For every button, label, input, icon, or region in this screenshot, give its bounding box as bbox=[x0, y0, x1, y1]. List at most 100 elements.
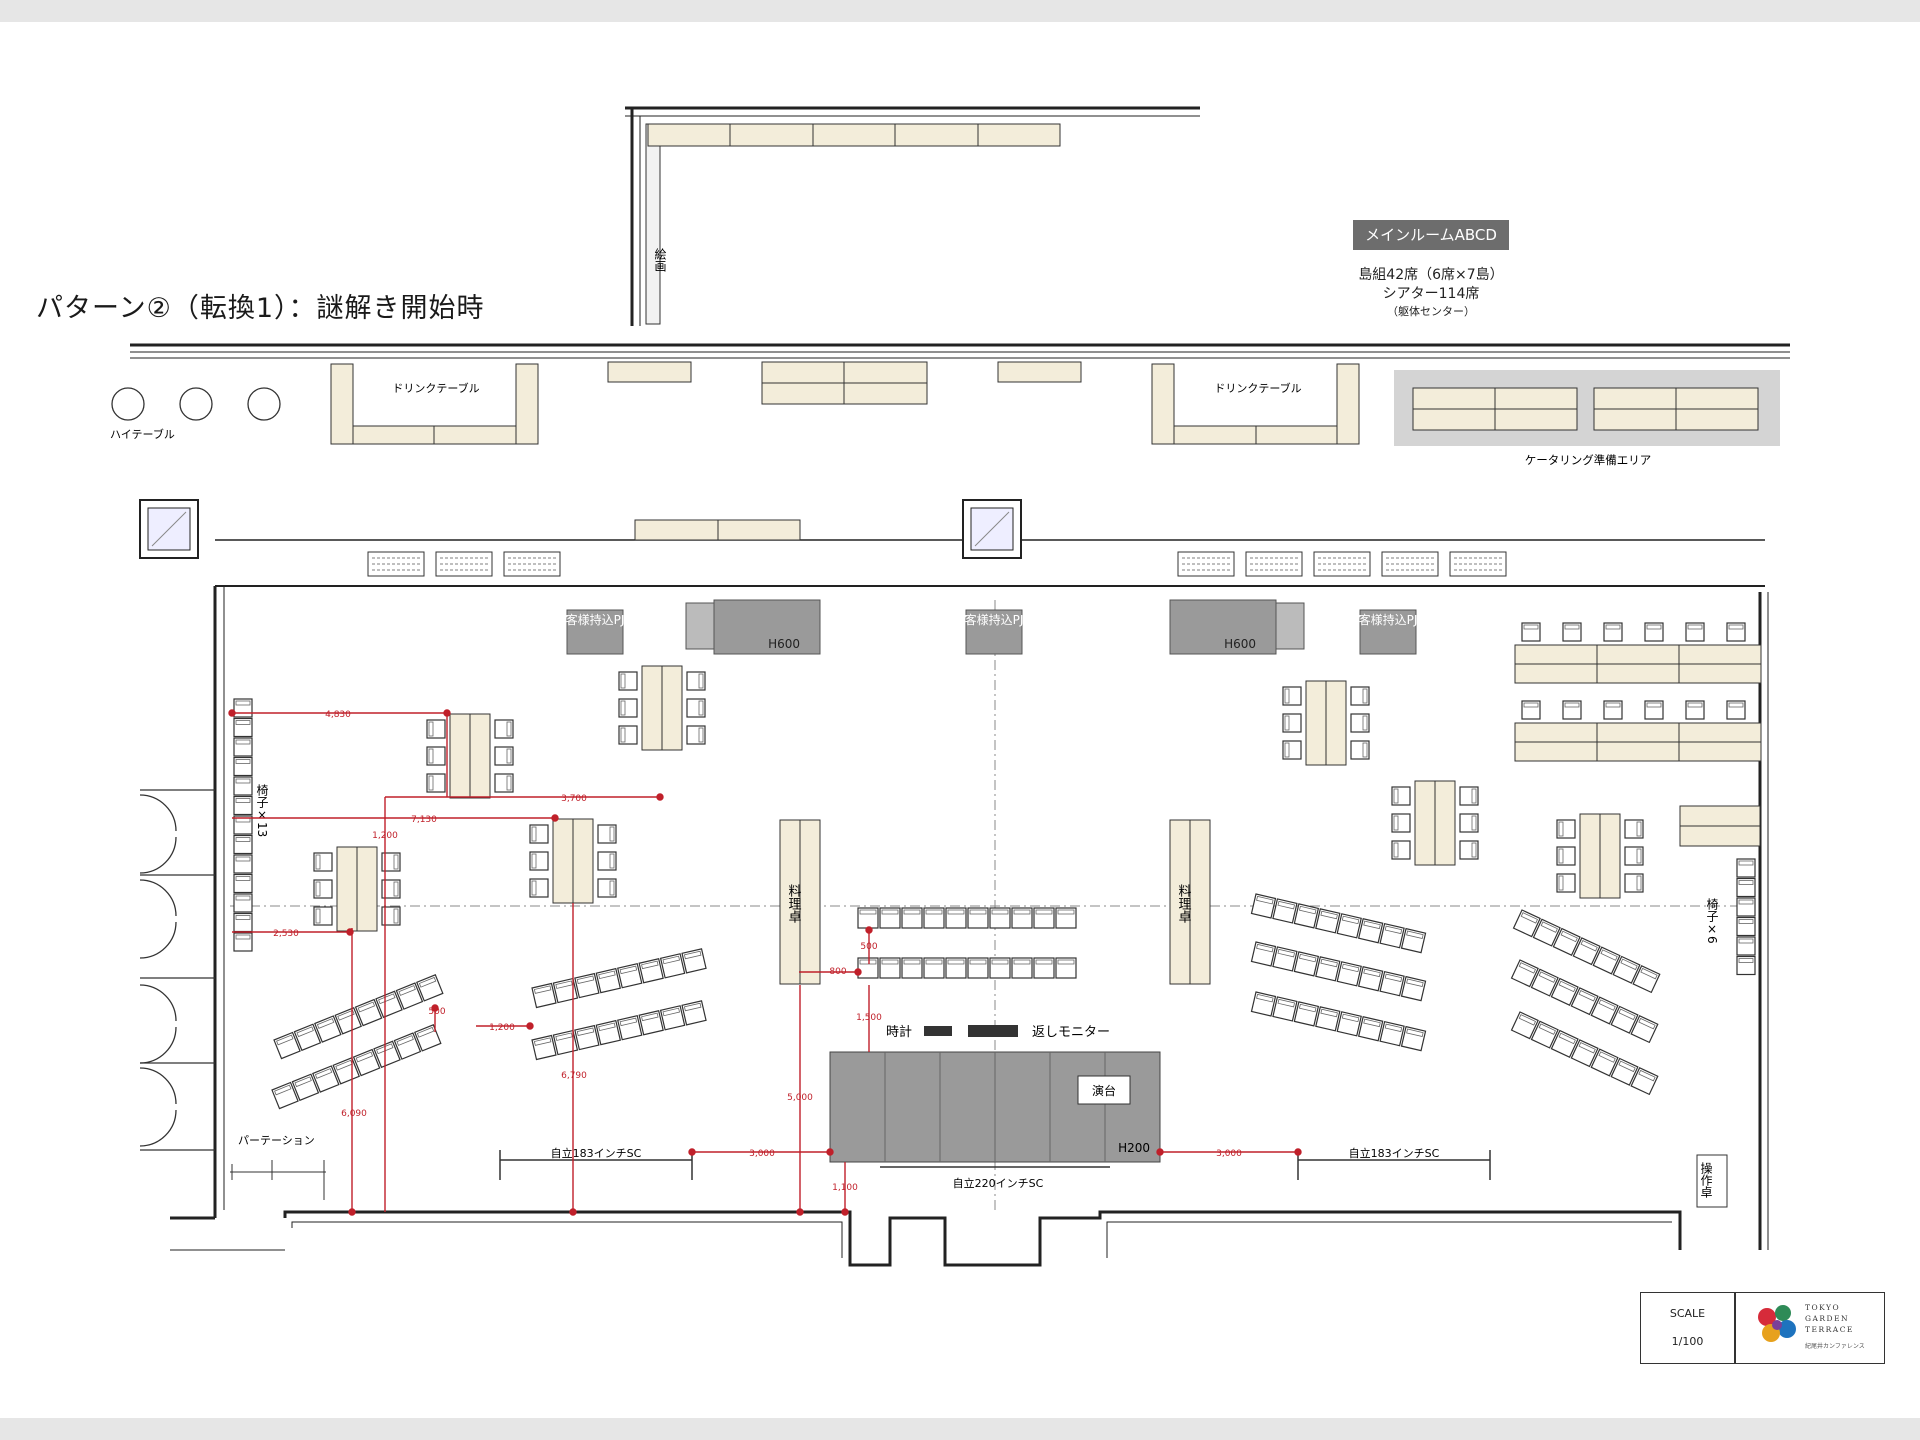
seat bbox=[1400, 975, 1427, 1002]
seat bbox=[1315, 1006, 1341, 1032]
seat bbox=[352, 1048, 381, 1077]
seat bbox=[681, 1000, 707, 1026]
lobby-wall bbox=[130, 343, 1790, 359]
chair bbox=[1624, 873, 1644, 893]
seat bbox=[923, 907, 945, 929]
stage bbox=[829, 1051, 1161, 1163]
seat bbox=[967, 907, 989, 929]
cooking-table-label-left: 料理卓 bbox=[786, 884, 802, 923]
chair bbox=[233, 854, 253, 874]
seat bbox=[1379, 1020, 1405, 1047]
chair bbox=[1685, 622, 1705, 642]
seat bbox=[989, 957, 1011, 979]
svg-text:1,100: 1,100 bbox=[832, 1183, 858, 1193]
seat bbox=[373, 1040, 401, 1069]
island bbox=[1391, 780, 1479, 866]
seat bbox=[552, 977, 579, 1004]
high-tables bbox=[111, 387, 281, 421]
chair bbox=[1282, 713, 1302, 733]
seat bbox=[595, 1019, 622, 1046]
seat bbox=[574, 972, 600, 999]
clock-label: 時計 bbox=[886, 1024, 912, 1040]
podium-label: 演台 bbox=[1092, 1083, 1116, 1098]
chair bbox=[1644, 622, 1664, 642]
chair bbox=[1603, 700, 1623, 720]
room-seating-theater: シアター114席 bbox=[1382, 286, 1480, 302]
seat bbox=[1033, 957, 1055, 979]
chairs6-label: 椅子×6 bbox=[1705, 898, 1719, 944]
chair bbox=[233, 873, 253, 894]
catering-label: ケータリング準備エリア bbox=[1525, 453, 1652, 467]
island bbox=[529, 818, 617, 904]
seat bbox=[1011, 957, 1033, 979]
chair bbox=[1736, 897, 1756, 917]
chair bbox=[381, 906, 401, 926]
monitor-icon bbox=[968, 1025, 1018, 1037]
theater-row bbox=[1512, 909, 1661, 994]
left-wall-doors bbox=[139, 789, 215, 1151]
seat bbox=[1357, 966, 1384, 992]
seat bbox=[1379, 922, 1405, 949]
chair bbox=[1391, 813, 1411, 833]
theater-row bbox=[1250, 991, 1427, 1052]
chair bbox=[618, 698, 638, 718]
pj-stand-labels: お客様持込PJ台 お客様持込PJ台 お客様持込PJ台 bbox=[554, 612, 1430, 627]
chair bbox=[233, 912, 253, 933]
svg-text:800: 800 bbox=[829, 967, 846, 977]
chair bbox=[597, 878, 617, 898]
seat bbox=[1272, 946, 1298, 972]
chair bbox=[1736, 877, 1756, 898]
chair bbox=[1459, 840, 1479, 860]
chair bbox=[1556, 873, 1576, 893]
chair bbox=[1556, 819, 1576, 839]
chair bbox=[1556, 846, 1576, 866]
svg-text:7,130: 7,130 bbox=[411, 815, 437, 825]
scale-box: SCALE 1/100 TOKYO GARDEN TERRACE 紀尾井カンファ… bbox=[1640, 1292, 1885, 1364]
chair bbox=[233, 795, 253, 816]
seat bbox=[1336, 961, 1362, 987]
drink-table-left-label: ドリンクテーブル bbox=[392, 381, 479, 395]
clock-icon bbox=[924, 1026, 952, 1036]
seat bbox=[531, 982, 557, 1009]
seat bbox=[1011, 907, 1033, 929]
chair bbox=[1736, 955, 1756, 976]
seat bbox=[923, 957, 945, 979]
seat bbox=[314, 1015, 342, 1043]
dimension-lines bbox=[228, 709, 1302, 1216]
svg-text:6,090: 6,090 bbox=[341, 1109, 367, 1119]
island bbox=[618, 665, 706, 751]
chair bbox=[1603, 622, 1623, 642]
scale-divider bbox=[1734, 1293, 1736, 1363]
seat bbox=[312, 1065, 340, 1093]
drink-table-right bbox=[1151, 363, 1360, 445]
chair bbox=[1391, 786, 1411, 806]
seat bbox=[901, 957, 923, 979]
svg-text:500: 500 bbox=[428, 1007, 445, 1017]
chair bbox=[381, 879, 401, 899]
chair bbox=[1624, 819, 1644, 839]
seat bbox=[1055, 907, 1077, 929]
seat bbox=[1293, 1001, 1320, 1027]
seat bbox=[1336, 1011, 1362, 1037]
seat bbox=[1572, 937, 1601, 966]
chair bbox=[1624, 846, 1644, 866]
theater-row bbox=[273, 974, 444, 1060]
chair bbox=[313, 879, 333, 899]
tokyo-garden-terrace-logo: TOKYO GARDEN TERRACE 紀尾井カンファレンス bbox=[1753, 1301, 1873, 1357]
seat bbox=[617, 1014, 643, 1041]
svg-text:1,200: 1,200 bbox=[372, 831, 398, 841]
right-chair-column bbox=[1736, 858, 1756, 976]
chair bbox=[686, 725, 706, 745]
chair bbox=[529, 851, 549, 871]
seat bbox=[1530, 968, 1559, 997]
seat bbox=[857, 957, 879, 979]
chair bbox=[1736, 936, 1756, 956]
chairs13-label: 椅子×13 bbox=[255, 784, 269, 838]
chair bbox=[618, 671, 638, 691]
theater-row bbox=[857, 907, 1077, 929]
svg-text:2,530: 2,530 bbox=[273, 929, 299, 939]
chair bbox=[233, 737, 253, 757]
chair bbox=[529, 878, 549, 898]
h200-label: H200 bbox=[1118, 1141, 1150, 1155]
chair bbox=[686, 698, 706, 718]
